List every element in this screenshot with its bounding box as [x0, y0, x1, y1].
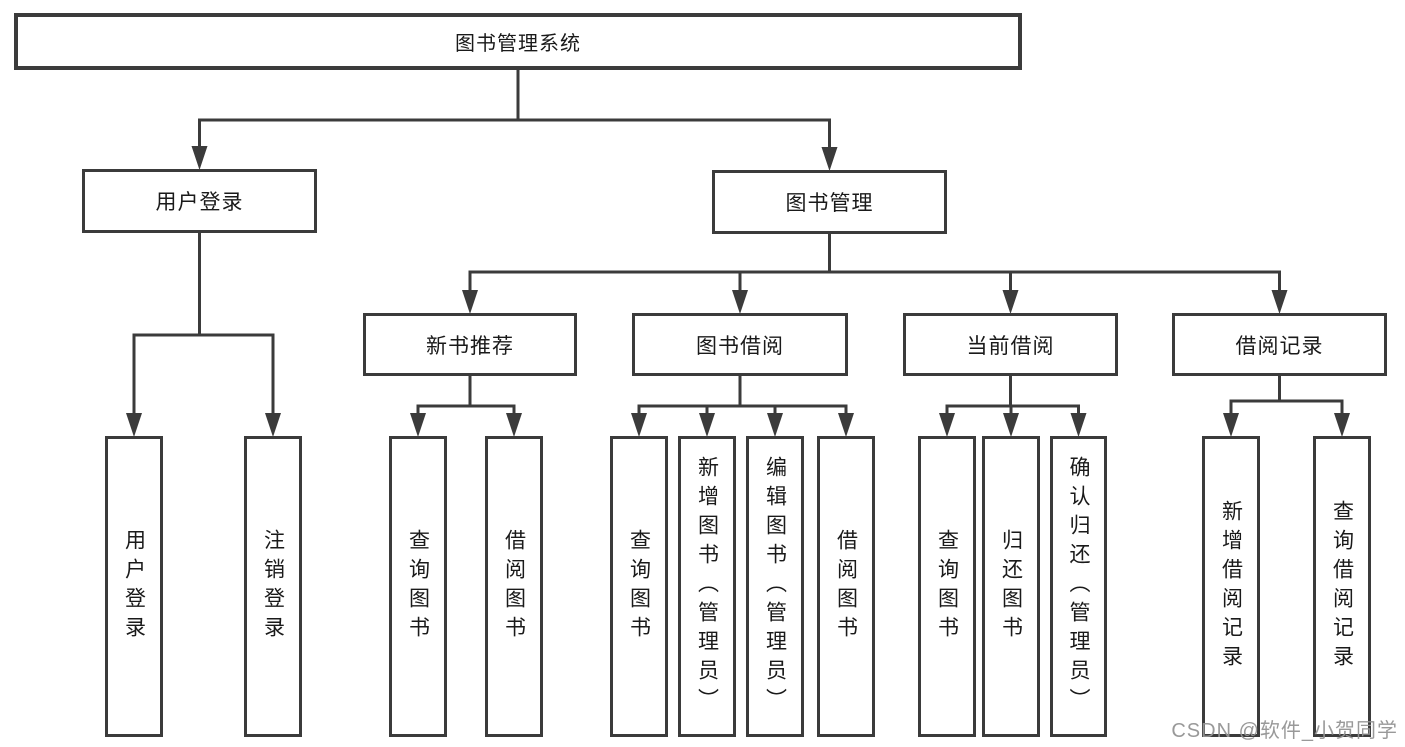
- arrowhead-icon: [939, 413, 955, 437]
- node-leaf-user-login: 用户登录: [105, 436, 163, 737]
- node-leaf-query-book-b: 查询图书: [610, 436, 668, 737]
- node-label: 新增借阅记录: [1219, 499, 1243, 674]
- node-leaf-edit-book: 编辑图书（管理员）: [746, 436, 804, 737]
- arrowhead-icon: [732, 290, 748, 314]
- arrowhead-icon: [821, 147, 838, 171]
- arrowhead-icon: [838, 413, 854, 437]
- node-leaf-return-book: 归还图书: [982, 436, 1040, 737]
- arrowhead-icon: [462, 290, 478, 314]
- node-label: 借阅记录: [1235, 334, 1324, 358]
- node-label: 查询图书: [627, 528, 651, 645]
- node-leaf-borrow-book: 借阅图书: [817, 436, 875, 737]
- arrowhead-icon: [631, 413, 647, 437]
- arrowhead-icon: [410, 413, 426, 437]
- node-label: 编辑图书（管理员）: [763, 456, 787, 717]
- arrowhead-icon: [265, 413, 281, 437]
- node-label: 借阅图书: [834, 528, 858, 645]
- watermark: CSDN @软件_小贺同学: [1171, 720, 1398, 742]
- node-leaf-add-record: 新增借阅记录: [1202, 436, 1260, 737]
- node-label: 图书借阅: [696, 334, 784, 358]
- node-new-book-rec: 新书推荐: [363, 313, 577, 376]
- node-leaf-logout: 注销登录: [244, 436, 302, 737]
- node-borrow-records: 借阅记录: [1172, 313, 1387, 376]
- node-leaf-query-book-new: 查询图书: [389, 436, 447, 737]
- arrowhead-icon: [1271, 290, 1288, 314]
- arrowhead-icon: [1003, 413, 1019, 437]
- node-label: 新增图书（管理员）: [695, 456, 719, 717]
- node-user-login: 用户登录: [82, 169, 317, 233]
- node-current-borrow: 当前借阅: [903, 313, 1118, 376]
- node-label: 用户登录: [155, 191, 244, 214]
- node-label: 归还图书: [999, 528, 1023, 645]
- arrowhead-icon: [506, 413, 522, 437]
- node-leaf-borrow-book-new: 借阅图书: [485, 436, 543, 737]
- node-label: 查询图书: [935, 528, 959, 645]
- arrowhead-icon: [126, 413, 142, 437]
- node-leaf-query-book-c: 查询图书: [918, 436, 976, 737]
- arrowhead-icon: [699, 413, 715, 437]
- node-label: 确认归还（管理员）: [1067, 456, 1090, 717]
- node-label: 当前借阅: [966, 334, 1055, 358]
- node-leaf-confirm-return: 确认归还（管理员）: [1050, 436, 1107, 737]
- node-label: 新书推荐: [426, 334, 514, 358]
- arrowhead-icon: [1070, 413, 1087, 437]
- node-label: 借阅图书: [502, 528, 526, 645]
- arrowhead-icon: [191, 146, 208, 170]
- node-label: 图书管理系统: [455, 33, 581, 55]
- node-label: 查询图书: [406, 528, 430, 645]
- node-label: 查询借阅记录: [1330, 499, 1354, 674]
- node-book-borrow: 图书借阅: [632, 313, 848, 376]
- node-label: 图书管理: [785, 192, 874, 215]
- arrowhead-icon: [767, 413, 783, 437]
- node-book-mgmt: 图书管理: [712, 170, 947, 234]
- node-label: 用户登录: [122, 528, 146, 645]
- node-leaf-add-book: 新增图书（管理员）: [678, 436, 736, 737]
- node-leaf-query-record: 查询借阅记录: [1313, 436, 1371, 737]
- arrowhead-icon: [1223, 413, 1239, 437]
- arrowhead-icon: [1002, 290, 1019, 314]
- arrowhead-icon: [1334, 413, 1350, 437]
- node-label: 注销登录: [261, 528, 285, 645]
- node-root: 图书管理系统: [14, 13, 1022, 70]
